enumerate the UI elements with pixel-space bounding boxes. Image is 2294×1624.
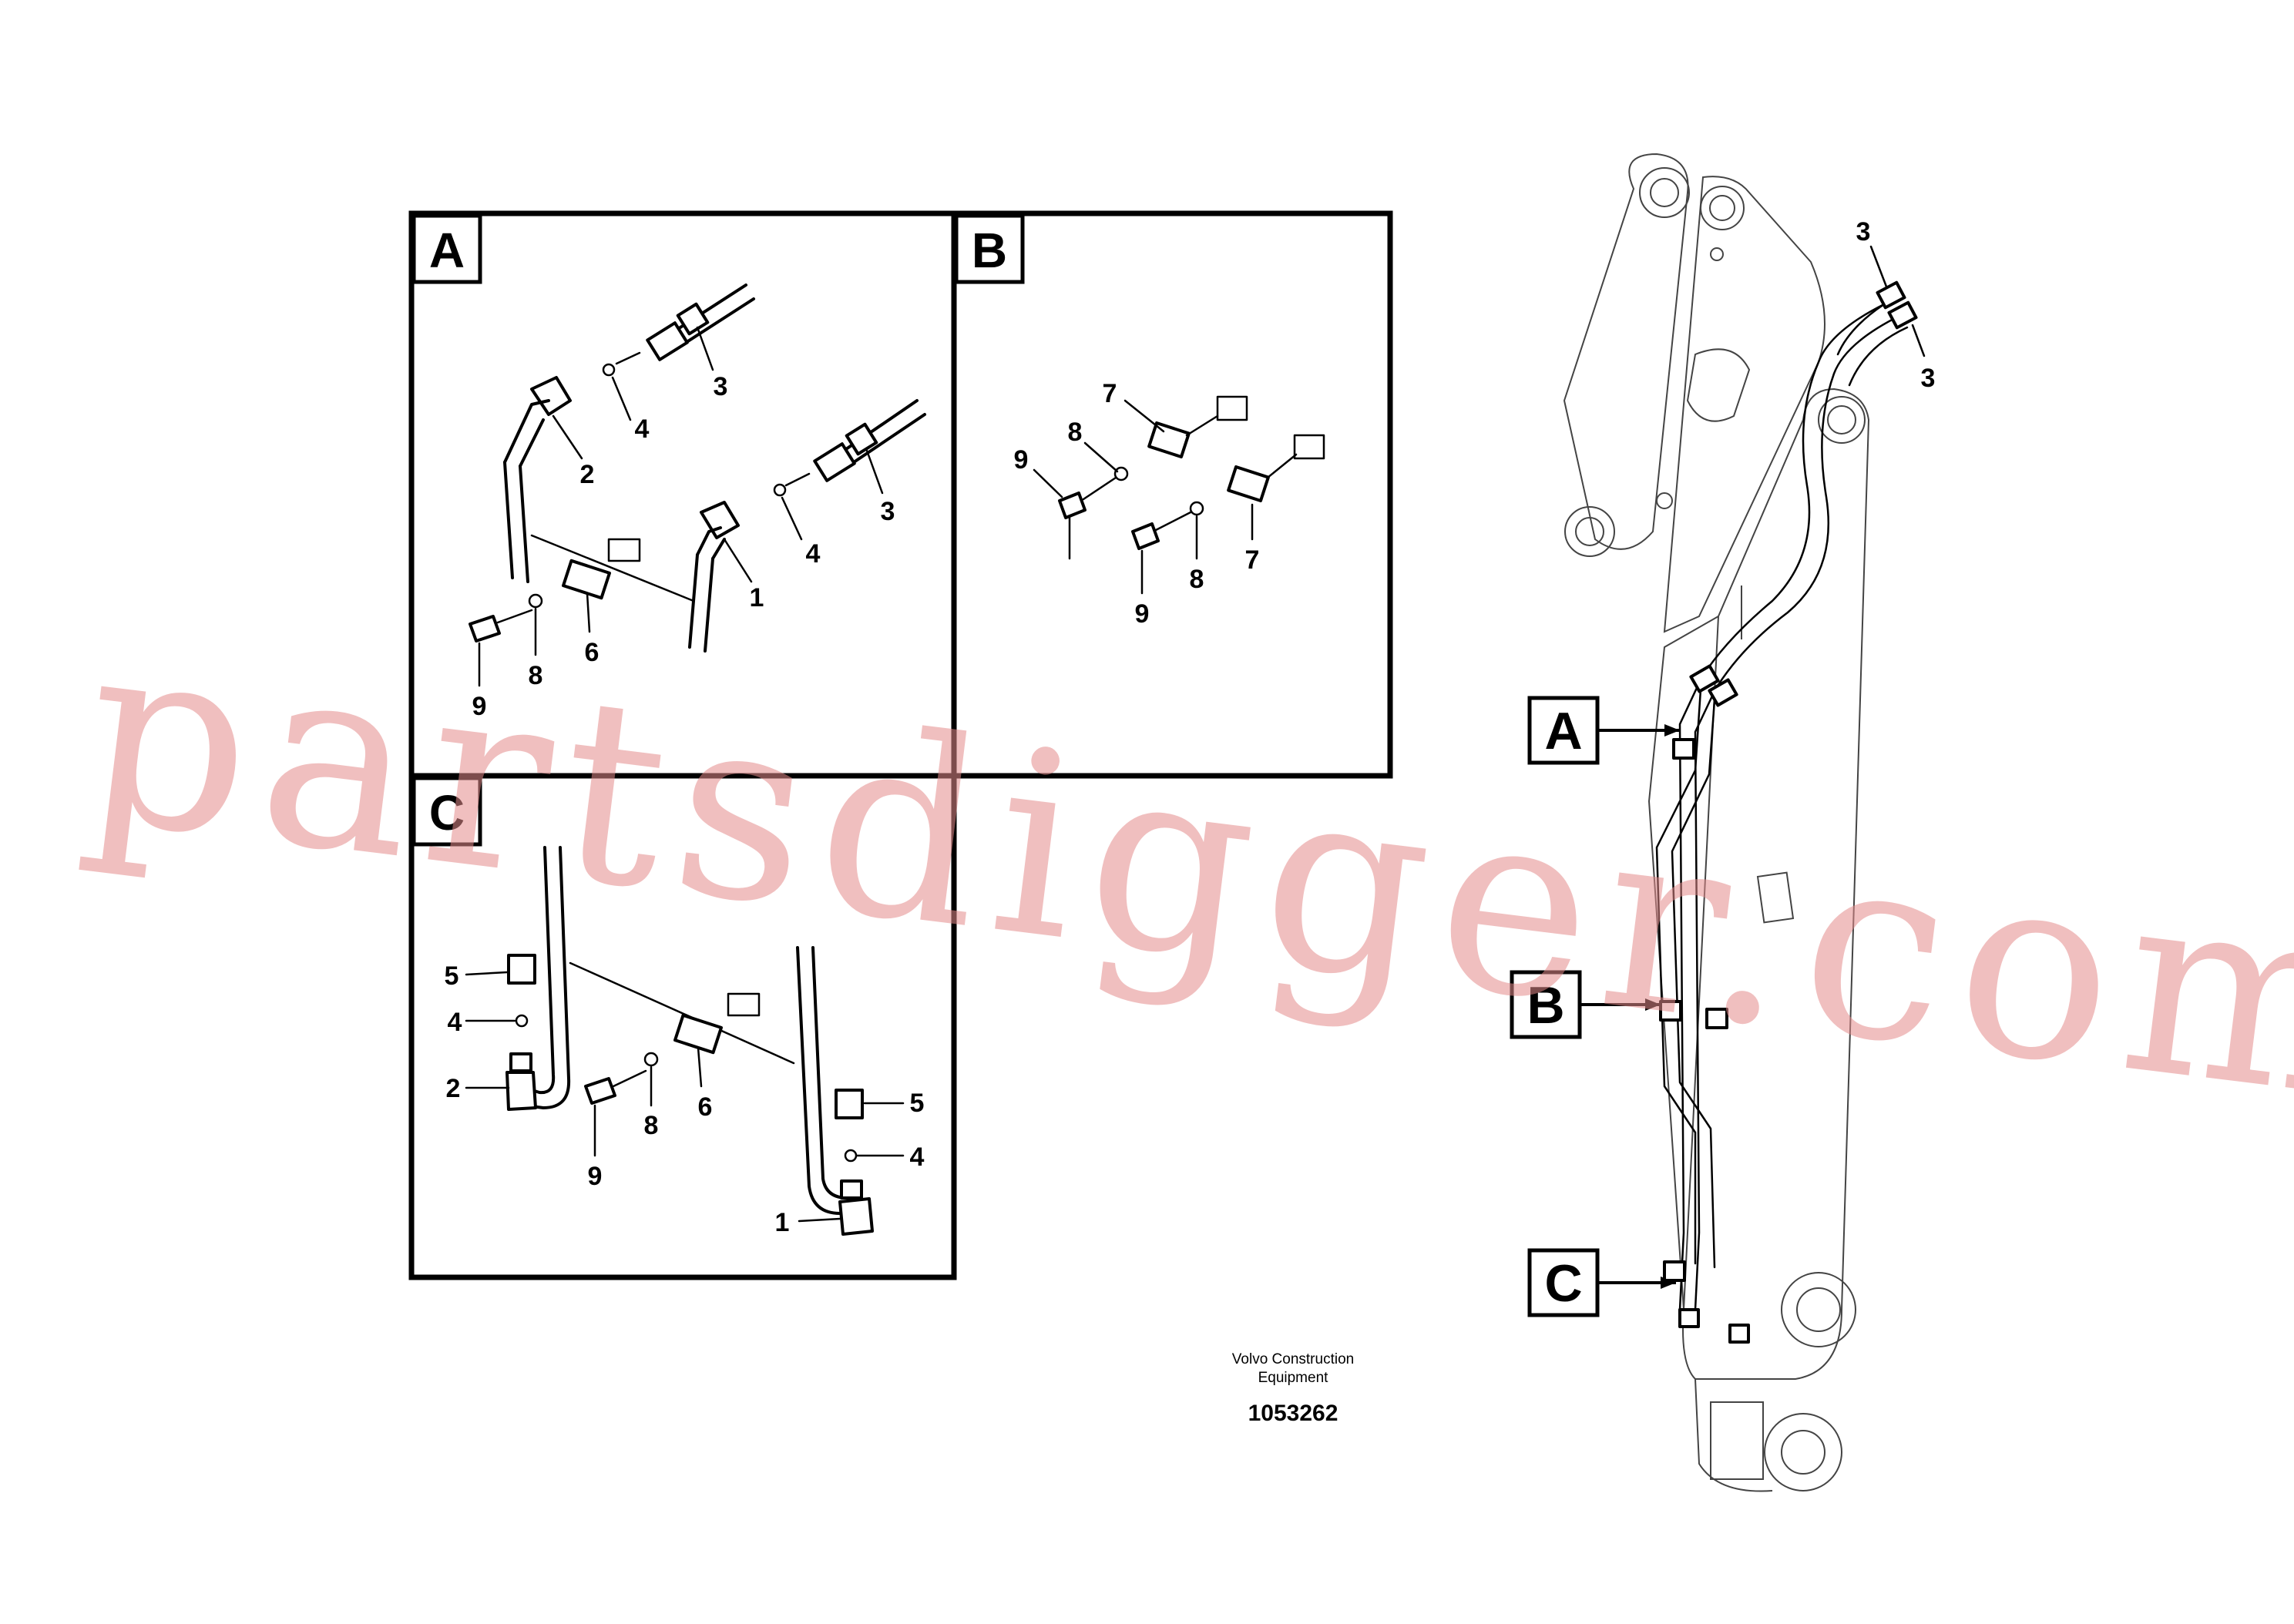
label-3: 3 xyxy=(1921,364,1936,393)
label-5: 5 xyxy=(445,961,459,991)
callout-a-letter: A xyxy=(1544,702,1582,760)
detail-b-drawing xyxy=(1058,395,1325,560)
detail-b-leaders xyxy=(1033,399,1254,595)
detail-b-labels: 7 8 9 7 8 9 xyxy=(1014,379,1260,629)
frame-b-letter: B xyxy=(972,223,1007,278)
label-3: 3 xyxy=(1856,217,1871,247)
label-7: 7 xyxy=(1103,379,1117,408)
detail-a-labels: 3 4 2 3 4 1 9 8 6 xyxy=(472,372,895,721)
label-1: 1 xyxy=(775,1208,790,1237)
label-3: 3 xyxy=(714,372,728,401)
label-9: 9 xyxy=(1135,599,1150,629)
detail-a-leaders xyxy=(478,326,884,687)
label-8: 8 xyxy=(529,661,543,690)
detail-frame-b: B xyxy=(951,210,1393,779)
callout-b-letter: B xyxy=(1527,976,1564,1035)
label-4: 4 xyxy=(635,414,650,444)
company-name-line2: Equipment xyxy=(1258,1370,1329,1386)
detail-a-drawing xyxy=(469,284,926,653)
frame-a-letter: A xyxy=(429,223,465,278)
boom-labels: 3 3 xyxy=(1856,217,1936,393)
detail-c-labels: 5 4 2 8 6 9 5 4 1 xyxy=(445,961,925,1237)
company-name-line1: Volvo Construction xyxy=(1232,1351,1354,1367)
label-4: 4 xyxy=(448,1008,462,1037)
label-8: 8 xyxy=(1190,565,1204,594)
label-2: 2 xyxy=(580,460,595,489)
label-9: 9 xyxy=(1014,445,1029,475)
label-6: 6 xyxy=(585,638,600,667)
label-5: 5 xyxy=(910,1089,925,1118)
label-3: 3 xyxy=(881,497,895,526)
detail-c-leaders xyxy=(465,971,905,1223)
frame-c-letter: C xyxy=(429,785,465,841)
footer: Volvo Construction Equipment 1053262 xyxy=(1232,1351,1354,1426)
label-8: 8 xyxy=(644,1111,659,1140)
part-number: 1053262 xyxy=(1248,1401,1338,1426)
label-4: 4 xyxy=(910,1143,925,1172)
label-1: 1 xyxy=(750,583,764,612)
watermark: partsdigger.com xyxy=(71,582,2294,1157)
detail-c-drawing xyxy=(505,846,874,1236)
callout-c-letter: C xyxy=(1544,1254,1582,1313)
label-8: 8 xyxy=(1068,418,1083,447)
label-9: 9 xyxy=(588,1162,603,1191)
label-2: 2 xyxy=(446,1074,461,1103)
boom-arm-drawing xyxy=(1563,153,1918,1492)
label-4: 4 xyxy=(806,539,821,569)
label-7: 7 xyxy=(1245,545,1260,575)
label-9: 9 xyxy=(472,692,487,721)
callout-b: B xyxy=(1510,970,1661,1039)
detail-frame-c: C xyxy=(408,773,957,1280)
callout-c: C xyxy=(1527,1248,1676,1317)
callout-a: A xyxy=(1527,696,1680,765)
label-6: 6 xyxy=(698,1092,713,1122)
